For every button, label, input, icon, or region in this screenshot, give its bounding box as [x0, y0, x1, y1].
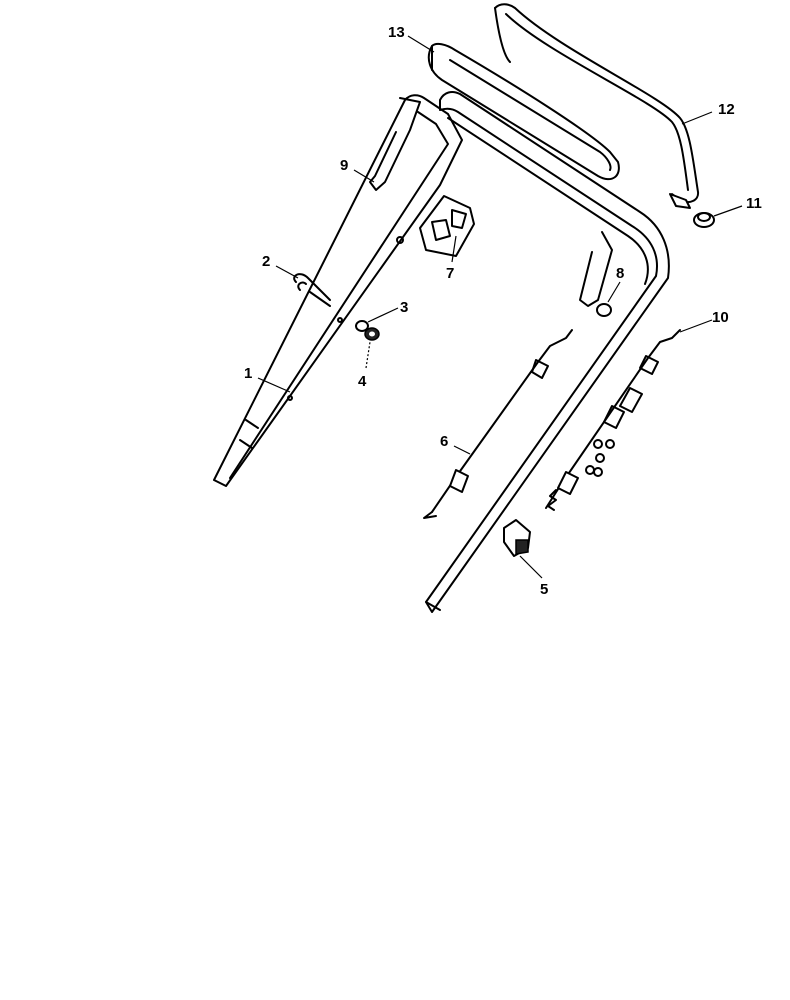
bolt-clip — [293, 273, 331, 307]
cable-right — [545, 329, 681, 511]
leader-lines — [257, 35, 743, 579]
callout-2: 2 — [262, 253, 270, 270]
callout-4: 4 — [358, 373, 367, 390]
callout-1: 1 — [244, 365, 252, 382]
control-housing — [419, 195, 475, 257]
top-handle-loop — [494, 3, 700, 209]
callout-5: 5 — [540, 581, 548, 598]
upper-handle-bar — [427, 42, 620, 181]
callout-3: 3 — [400, 299, 408, 316]
callout-6: 6 — [440, 433, 448, 450]
cable-left — [423, 329, 573, 519]
knob — [693, 212, 715, 228]
callout-7: 7 — [446, 265, 454, 282]
callout-10: 10 — [712, 309, 729, 326]
nut-part-4 — [364, 327, 380, 341]
lower-handle-tube — [213, 94, 463, 487]
cable-clip — [503, 519, 531, 557]
callout-12: 12 — [718, 101, 735, 118]
nut-part-8 — [596, 303, 612, 317]
main-handle-frame — [425, 91, 670, 613]
callout-11: 11 — [746, 195, 762, 212]
callout-9: 9 — [340, 157, 348, 174]
left-wire-bracket — [369, 97, 421, 191]
washer — [355, 320, 369, 332]
callout-13: 13 — [388, 24, 405, 41]
callout-8: 8 — [616, 265, 624, 282]
right-wire-bracket — [579, 231, 613, 307]
